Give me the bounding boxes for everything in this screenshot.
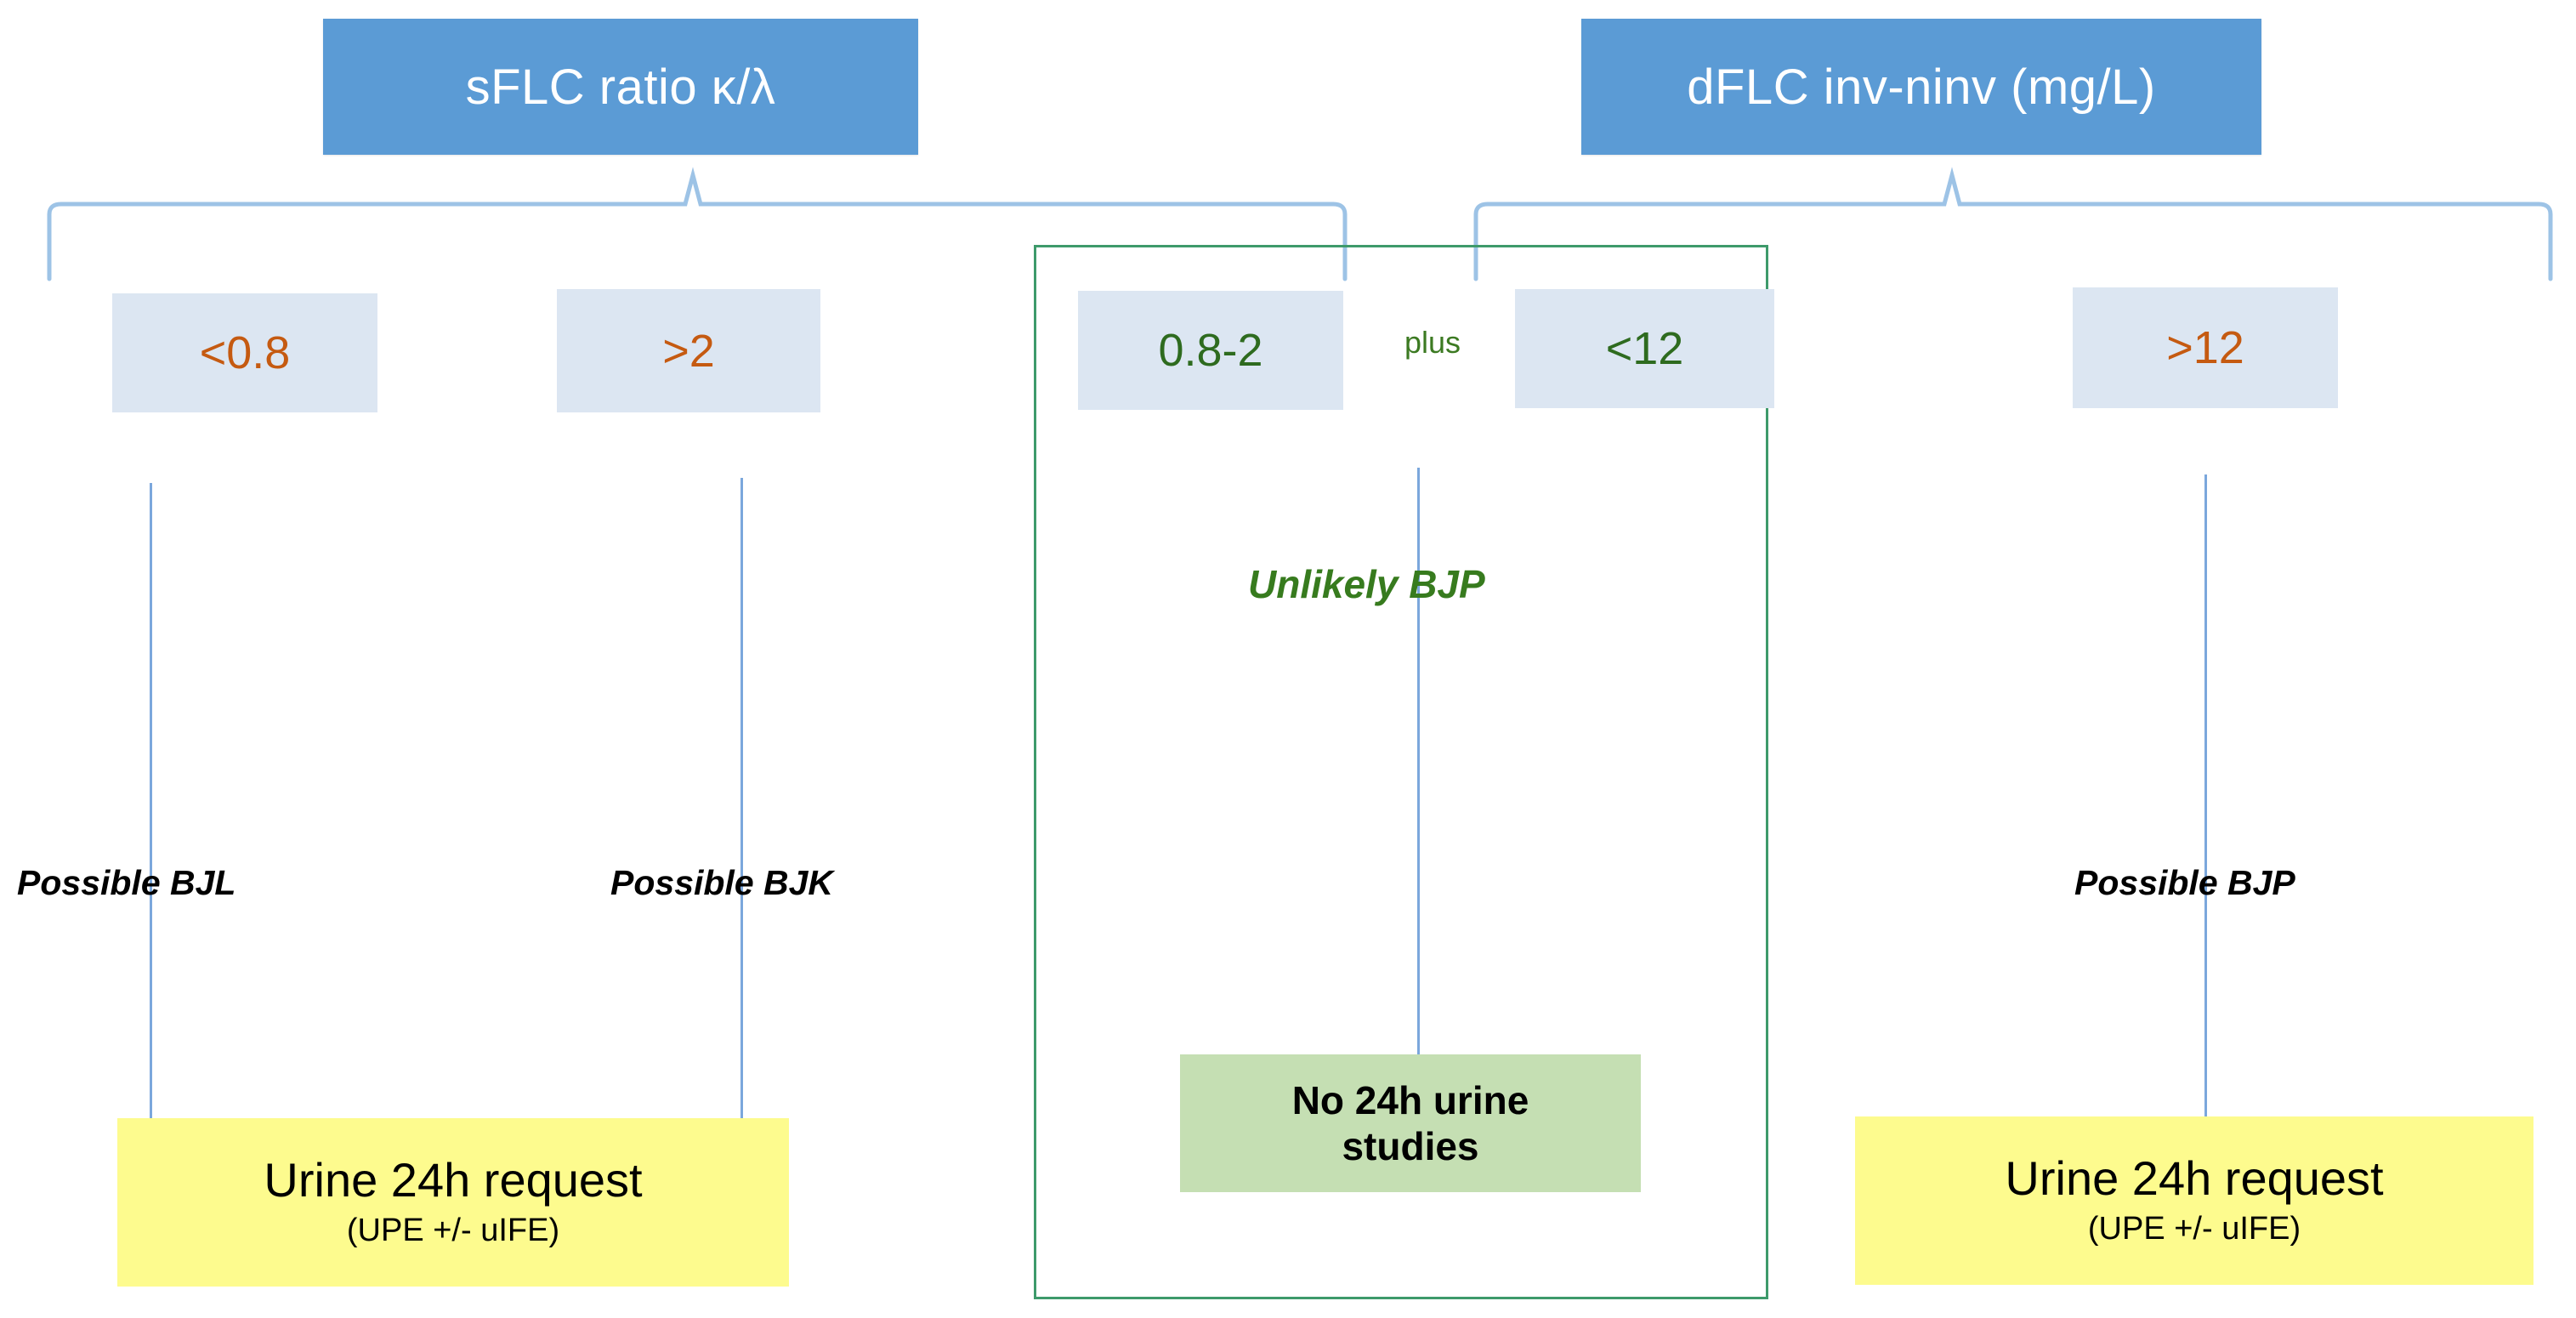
label-unlikely-bjp: Unlikely BJP: [1248, 562, 1485, 606]
connector-line-unlikely-upper: [1417, 468, 1420, 629]
outcome-yellow-right-sub: (UPE +/- uIFE): [2087, 1210, 2301, 1247]
bracket-left: [0, 167, 1394, 281]
connector-line-bjk: [740, 478, 743, 1139]
label-possible-bjp: Possible BJP: [2074, 863, 2295, 902]
chip-sflc-gt-2[interactable]: >2: [557, 289, 820, 412]
outcome-no-24h-urine-studies: No 24h urine studies: [1180, 1054, 1641, 1192]
chip-sflc-lt-0-8[interactable]: <0.8: [112, 293, 377, 412]
header-box-dflc: dFLC inv-ninv (mg/L): [1581, 19, 2261, 155]
plus-connector-label: plus: [1404, 325, 1461, 360]
outcome-yellow-right-main: Urine 24h request: [2005, 1150, 2384, 1205]
outcome-green-line2: studies: [1342, 1124, 1479, 1168]
outcome-green-line1: No 24h urine: [1291, 1077, 1529, 1122]
label-possible-bjl: Possible BJL: [17, 863, 236, 902]
unlikely-bjp-group-box: [1034, 245, 1768, 1299]
connector-line-bjp: [2204, 474, 2207, 1136]
outcome-yellow-left-sub: (UPE +/- uIFE): [346, 1212, 560, 1248]
header-box-sflc-ratio: sFLC ratio κ/λ: [323, 19, 918, 155]
label-possible-bjk: Possible BJK: [610, 863, 834, 902]
outcome-yellow-left-main: Urine 24h request: [264, 1152, 643, 1207]
outcome-urine-request-right: Urine 24h request (UPE +/- uIFE): [1855, 1116, 2533, 1285]
connector-line-bjl: [150, 483, 152, 1138]
connector-line-unlikely-lower: [1417, 629, 1420, 1071]
outcome-urine-request-left: Urine 24h request (UPE +/- uIFE): [117, 1118, 789, 1287]
chip-dflc-gt-12[interactable]: >12: [2073, 287, 2338, 408]
chip-dflc-lt-12[interactable]: <12: [1515, 289, 1774, 408]
bracket-right: [1437, 167, 2576, 281]
chip-sflc-0-8-to-2[interactable]: 0.8-2: [1078, 291, 1343, 410]
